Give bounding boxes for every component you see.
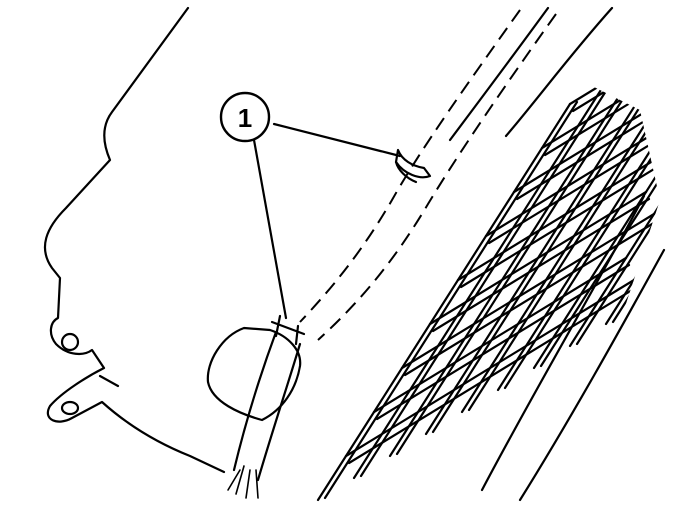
- grille-bar-vertical: [395, 60, 651, 456]
- grille-mesh: [316, 60, 660, 502]
- grille-bar-vertical: [352, 80, 608, 480]
- grille-bar-vertical: [539, 60, 660, 368]
- cable-clip-upper: [394, 148, 432, 184]
- grille-bar-vertical: [503, 60, 660, 390]
- grille-bar-horizontal: [540, 60, 660, 150]
- grille-bar-horizontal: [400, 212, 656, 370]
- leader-line-lower: [252, 138, 288, 320]
- grille-bar-vertical: [604, 102, 660, 326]
- wire-harness: [227, 330, 302, 499]
- grille-bar-horizontal: [459, 153, 660, 289]
- grille-bar-horizontal: [543, 65, 660, 157]
- grille-bar-vertical: [460, 60, 660, 414]
- grille-bar-horizontal: [372, 256, 628, 414]
- grille-bar-horizontal: [515, 87, 660, 201]
- bracket-tab: [98, 374, 120, 388]
- grille-bar-horizontal: [403, 219, 659, 377]
- grille-bar-vertical: [388, 60, 644, 458]
- grille-bar-vertical: [359, 78, 615, 478]
- grille-bar-horizontal: [487, 131, 660, 245]
- grille-bar-vertical: [532, 60, 660, 370]
- bracket-hole: [60, 400, 80, 416]
- cable-route-hidden: [299, 9, 557, 341]
- callout-circle: [219, 91, 271, 143]
- callout-1: 1: [219, 91, 402, 320]
- grille-bar-horizontal: [428, 190, 648, 326]
- cable-clip-lower: [270, 314, 306, 346]
- grille-bar-horizontal: [568, 60, 660, 106]
- grille-bar-vertical: [467, 60, 660, 412]
- callout-label: 1: [238, 103, 252, 133]
- grille-bar-horizontal: [375, 263, 631, 421]
- grille-bar-horizontal: [456, 146, 660, 282]
- grille-bar-horizontal: [344, 278, 636, 458]
- mounting-hole: [60, 332, 80, 352]
- grille-bar-horizontal: [431, 197, 651, 333]
- housing-panel: [43, 6, 226, 474]
- leader-line-upper: [272, 122, 402, 158]
- grille-bar-horizontal: [484, 124, 660, 238]
- grille-bar-horizontal: [347, 285, 639, 465]
- grille-bar-vertical: [323, 100, 579, 500]
- grille-bar-vertical: [316, 102, 572, 502]
- grille-bar-horizontal: [512, 80, 660, 194]
- grille-bar-vertical: [575, 78, 660, 346]
